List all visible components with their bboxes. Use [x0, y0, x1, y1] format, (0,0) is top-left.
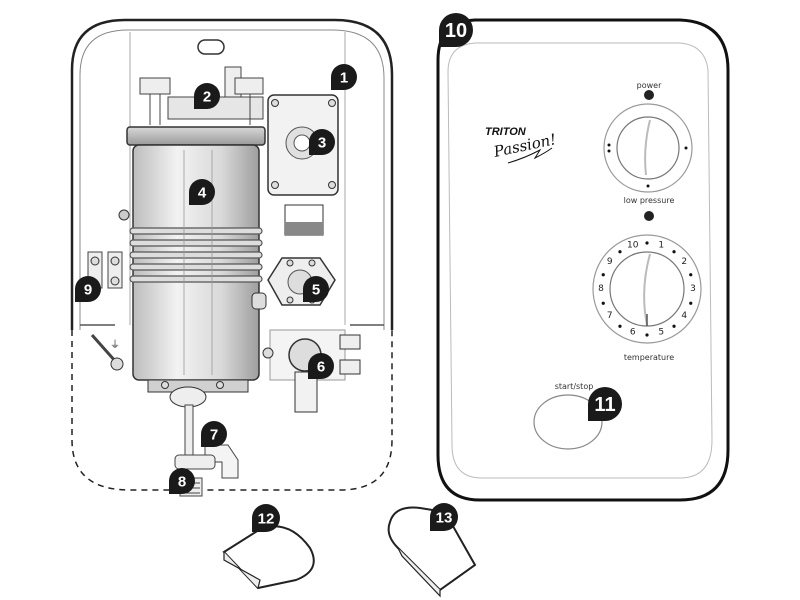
callout-badge: [194, 83, 220, 109]
dial-number-5: 5: [658, 328, 664, 338]
callout-badge: [309, 129, 335, 155]
temperature-dial[interactable]: 1 2 3 4 5 6 7 8 9 10: [592, 234, 702, 344]
front-cover: TRITON Passion! power low pressure 12345…: [436, 18, 730, 502]
callout-4: 4: [189, 179, 215, 205]
brand-name: TRITON: [485, 126, 527, 138]
lower-housing-dashed: [71, 330, 393, 491]
hanging-slot: [197, 39, 225, 55]
callout-badge: [430, 503, 458, 531]
power-led-icon: [644, 90, 654, 100]
callout-3: 3: [309, 129, 335, 155]
callout-number: 8: [178, 474, 186, 491]
low-pressure-label: low pressure: [624, 196, 675, 205]
start-stop-button[interactable]: [533, 394, 603, 450]
callout-badge: [75, 276, 101, 302]
callout-number: 13: [436, 510, 453, 527]
thermal-cutout: [139, 66, 264, 125]
callout-12: 12: [252, 504, 280, 532]
callout-badge: [331, 64, 357, 90]
dial-number-10: 10: [627, 240, 639, 250]
dial-tick: [689, 273, 693, 277]
callout-badge: [588, 387, 622, 421]
dial-number-2: 2: [681, 257, 687, 267]
callout-number: 5: [312, 282, 320, 299]
outlet-inlet: [174, 404, 239, 497]
callout-number: 2: [203, 89, 211, 106]
dial-number-7: 7: [607, 311, 613, 321]
callout-6: 6: [308, 353, 334, 379]
shower-unit-internals: ⏚: [70, 18, 394, 497]
dial-tick: [672, 250, 676, 254]
callout-badge: [439, 13, 473, 47]
callout-1: 1: [331, 64, 357, 90]
dial-tick: [618, 324, 622, 328]
callout-5: 5: [303, 276, 329, 302]
callout-number: 3: [318, 135, 326, 152]
callout-number: 1: [340, 70, 348, 87]
power-dial[interactable]: [603, 103, 693, 193]
callout-number: 4: [198, 185, 207, 202]
dial-number-3: 3: [690, 284, 696, 294]
callout-13: 13: [430, 503, 458, 531]
dial-tick: [618, 250, 622, 254]
start-stop-label: start/stop: [555, 382, 594, 391]
callout-9: 9: [75, 276, 101, 302]
dial-tick: [601, 273, 605, 277]
callout-11: 11: [588, 387, 622, 421]
callout-10: 10: [439, 13, 473, 47]
pressure-switch: [267, 94, 339, 236]
callout-badge: [201, 421, 227, 447]
callout-number: 10: [445, 20, 467, 42]
earth-icon: ⏚: [110, 339, 120, 351]
callout-number: 7: [210, 427, 218, 444]
dial-tick: [672, 324, 676, 328]
backplate-inner: [79, 29, 385, 330]
callout-2: 2: [194, 83, 220, 109]
dial-number-4: 4: [681, 311, 687, 321]
callout-number: 9: [84, 282, 92, 299]
dial-number-6: 6: [630, 328, 636, 338]
dial-number-1: 1: [658, 240, 664, 250]
brand-swoosh: [507, 147, 553, 164]
solenoid-valve: [262, 329, 361, 413]
dial-number-9: 9: [607, 257, 613, 267]
callout-number: 12: [258, 511, 275, 528]
dial-number-8: 8: [598, 284, 604, 294]
callout-badge: [189, 179, 215, 205]
dial-tick: [645, 241, 649, 245]
cap-b: [387, 506, 477, 598]
callout-badge: [252, 504, 280, 532]
callout-badge: [169, 468, 195, 494]
power-label: power: [637, 81, 662, 90]
terminal-block: ⏚: [87, 251, 124, 371]
callout-number: 6: [317, 359, 325, 376]
callout-7: 7: [201, 421, 227, 447]
callout-badge: [303, 276, 329, 302]
callout-badge: [308, 353, 334, 379]
callout-8: 8: [169, 468, 195, 494]
low-pressure-led-icon: [644, 211, 654, 221]
temperature-label: temperature: [624, 353, 674, 362]
cap-a: [222, 525, 315, 590]
dial-tick: [645, 333, 649, 337]
dial-tick: [689, 301, 693, 305]
backplate-outline: [70, 18, 394, 330]
dial-tick: [601, 301, 605, 305]
heater-tank: [118, 126, 267, 408]
callout-number: 11: [594, 394, 615, 416]
